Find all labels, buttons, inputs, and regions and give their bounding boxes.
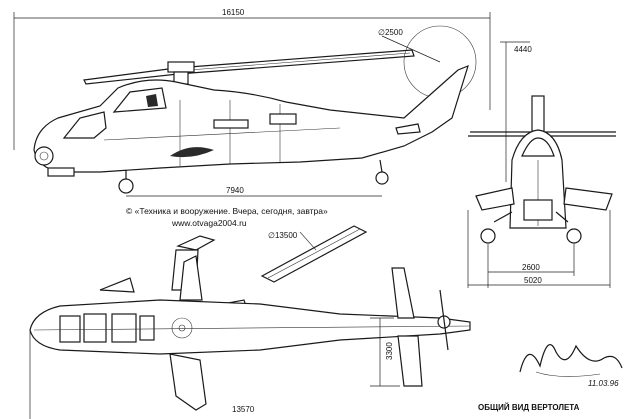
dim-width: 5020 — [524, 276, 542, 285]
side-view: 16150 ∅2500 4440 — [13, 8, 532, 197]
signature-date: 11.03.96 — [588, 379, 619, 388]
dim-wheelbase: 7940 — [226, 186, 244, 195]
rotor-blade-detail: ∅13500 — [260, 225, 368, 283]
credit-line-1: © «Техника и вооружение. Вчера, сегодня,… — [126, 206, 328, 216]
front-view: 2600 5020 — [467, 95, 616, 288]
dim-track: 2600 — [522, 263, 540, 272]
dim-height: 4440 — [514, 45, 532, 54]
dim-tail-rotor: ∅2500 — [378, 28, 403, 37]
dim-plan-length: 13570 — [232, 405, 255, 414]
title-block: 11.03.96 ОБЩИЙ ВИД ВЕРТОЛЕТА — [478, 343, 623, 412]
dim-main-rotor: ∅13500 — [268, 231, 298, 240]
credit-block: © «Техника и вооружение. Вчера, сегодня,… — [126, 206, 328, 228]
drawing-caption: ОБЩИЙ ВИД ВЕРТОЛЕТА — [478, 403, 580, 412]
credit-line-2: www.otvaga2004.ru — [171, 218, 247, 228]
dim-tail-span: 3300 — [385, 342, 394, 360]
dim-length: 16150 — [222, 8, 245, 17]
top-view: 13570 3300 — [29, 235, 471, 419]
